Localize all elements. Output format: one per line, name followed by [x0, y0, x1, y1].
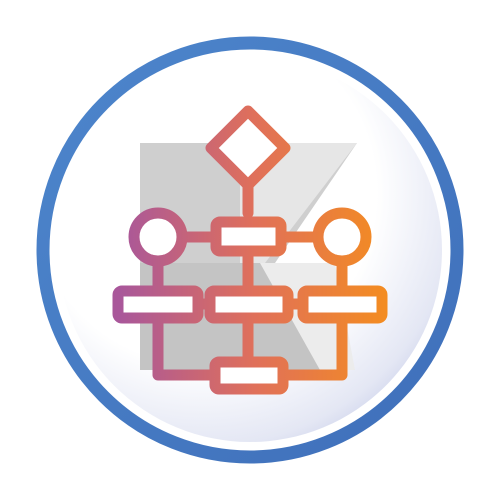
outer-ring	[36, 36, 464, 464]
flowchart-lines	[112, 105, 388, 395]
bottom-process-box	[209, 356, 289, 395]
right-node-circle	[312, 207, 372, 267]
left-node-circle	[128, 207, 188, 267]
